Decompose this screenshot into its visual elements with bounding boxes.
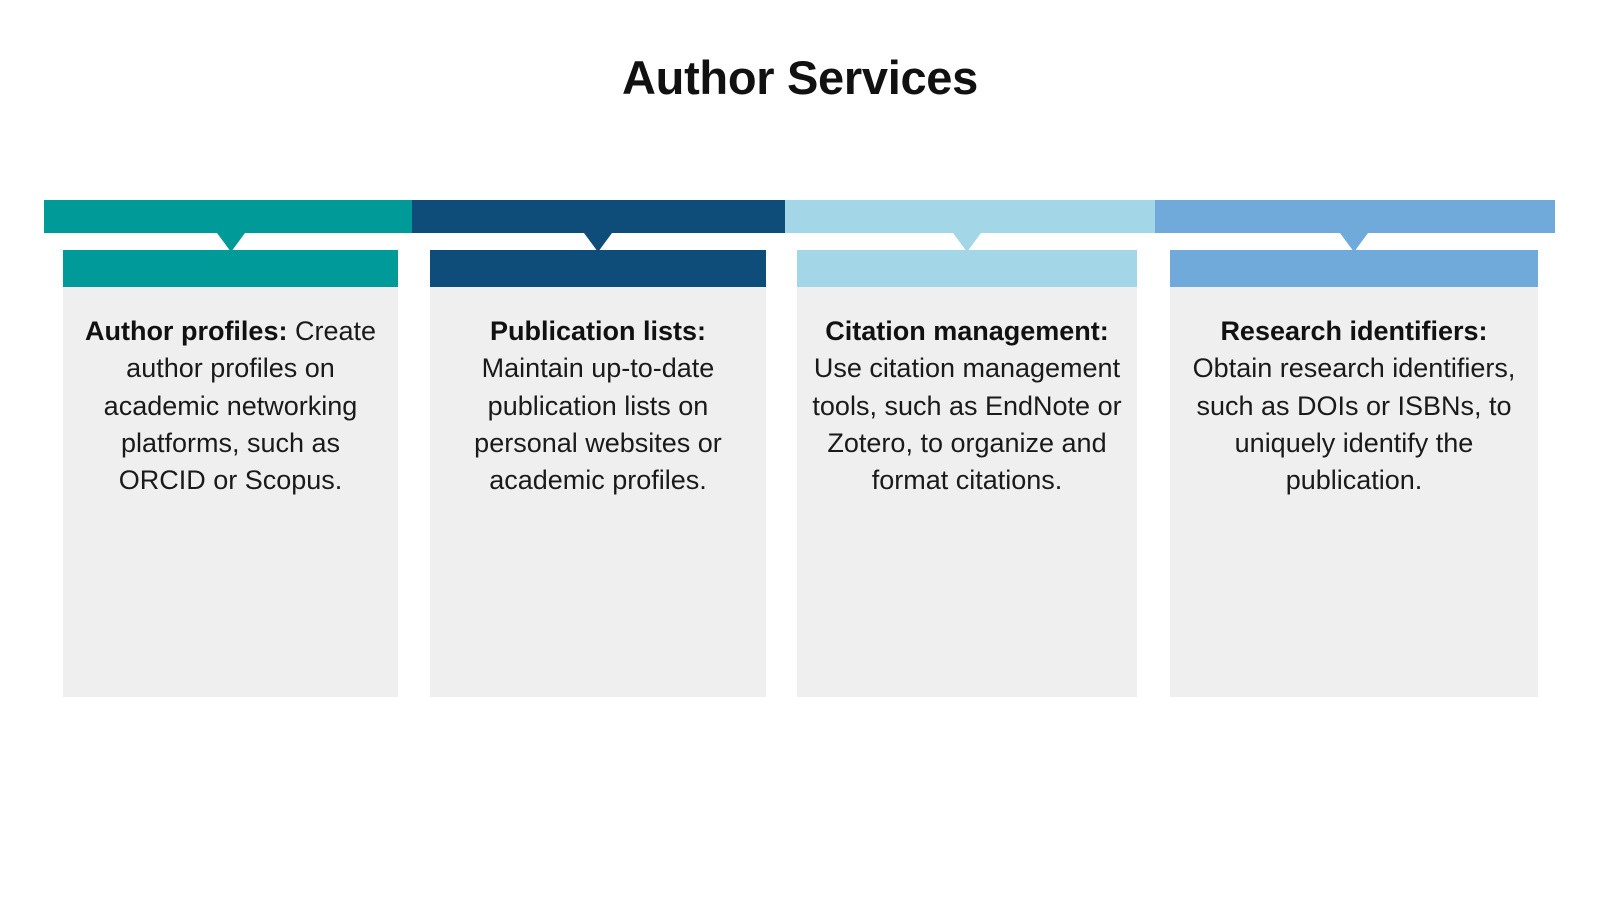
bar-segment-1 — [44, 200, 412, 233]
card-heading-2: Publication lists: — [489, 316, 707, 346]
bar-segment-4 — [1155, 200, 1555, 233]
card-heading-1: Author profiles: — [84, 316, 288, 346]
top-segmented-bar — [44, 200, 1555, 233]
card-header-2 — [430, 250, 766, 287]
card-body-4: Research identifiers: Obtain research id… — [1170, 287, 1538, 697]
card-heading-4: Research identifiers: — [1220, 316, 1488, 346]
card-text-3: Use citation management tools, such as E… — [812, 353, 1122, 495]
card-body-3: Citation management: Use citation manage… — [797, 287, 1137, 697]
card-heading-3: Citation management: — [825, 316, 1109, 346]
card-body-1: Author profiles: Create author profiles … — [63, 287, 398, 697]
card-text-4: Obtain research identifiers, such as DOI… — [1192, 353, 1516, 495]
card-author-profiles[interactable]: Author profiles: Create author profiles … — [63, 250, 398, 697]
card-header-1 — [63, 250, 398, 287]
connector-arrow-1 — [217, 233, 245, 252]
page-title: Author Services — [622, 51, 978, 104]
card-citation-management[interactable]: Citation management: Use citation manage… — [797, 250, 1137, 697]
connector-arrow-3 — [953, 233, 981, 252]
card-research-identifiers[interactable]: Research identifiers: Obtain research id… — [1170, 250, 1538, 697]
card-header-4 — [1170, 250, 1538, 287]
card-publication-lists[interactable]: Publication lists: Maintain up-to-date p… — [430, 250, 766, 697]
card-text-1: Create author profiles on academic netwo… — [103, 316, 377, 495]
bar-segment-2 — [412, 200, 785, 233]
card-header-3 — [797, 250, 1137, 287]
bar-segment-3 — [785, 200, 1155, 233]
connector-arrow-2 — [584, 233, 612, 252]
connector-arrow-4 — [1340, 233, 1368, 252]
card-body-2: Publication lists: Maintain up-to-date p… — [430, 287, 766, 697]
card-text-2: Maintain up-to-date publication lists on… — [474, 353, 722, 495]
